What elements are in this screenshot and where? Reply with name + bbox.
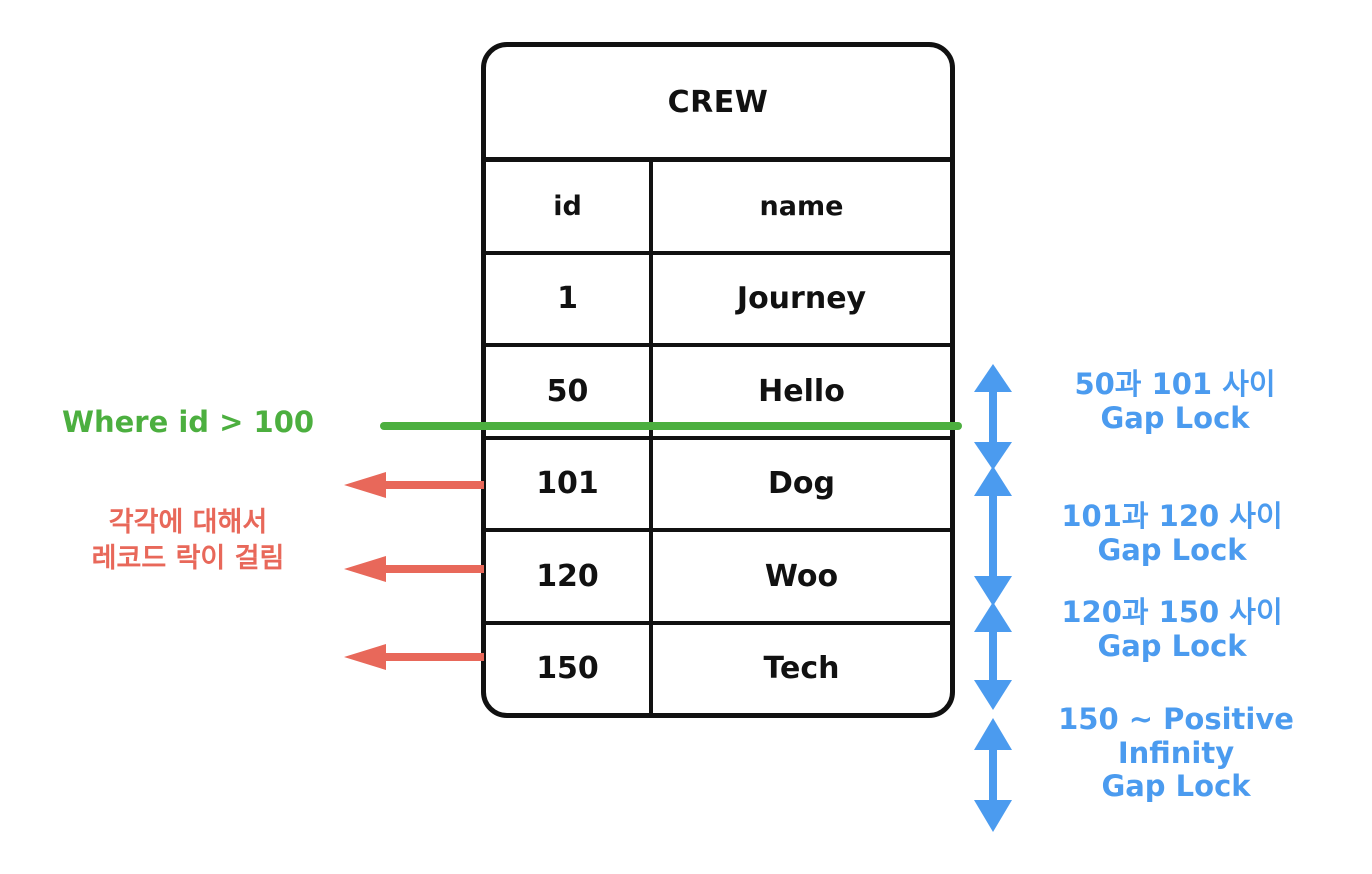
record-lock-label-line2: 레코드 락이 걸림 (91, 542, 285, 574)
crew-table: CREW id name 1 Journey 50 Hello 101 Dog … (481, 42, 955, 718)
table-row: 101 Dog (486, 439, 950, 532)
cell-name: Dog (768, 466, 835, 502)
cell-id: 150 (486, 624, 653, 713)
cell-id: 1 (486, 254, 653, 343)
cell-name: Journey (736, 281, 867, 317)
cell-name: Tech (763, 651, 840, 687)
cell-name: Woo (764, 558, 839, 594)
cell-name: Hello (758, 373, 845, 409)
table-row: 1 Journey (486, 254, 950, 347)
gap-lock-range-2: 101과 120 사이 (1061, 499, 1283, 533)
cell-id: 101 (486, 439, 653, 528)
table-row: 150 Tech (486, 624, 950, 713)
gap-lock-label-1: 50과 101 사이 Gap Lock (1030, 367, 1320, 435)
gap-lock-label-4: 150 ~ Positive Infinity Gap Lock (1026, 702, 1326, 804)
gap-lock-range-3: 120과 150 사이 (1061, 595, 1283, 629)
gap-lock-text-1: Gap Lock (1100, 400, 1250, 435)
table-row: 50 Hello (486, 347, 950, 440)
gap-lock-range-4b: Infinity (1117, 735, 1235, 770)
record-lock-arrow (344, 644, 484, 670)
gap-lock-text-2: Gap Lock (1097, 532, 1247, 567)
record-lock-label: 각각에 대해서 레코드 락이 걸림 (38, 505, 338, 576)
query-boundary-line (380, 422, 962, 430)
gap-lock-range-1: 50과 101 사이 (1074, 367, 1276, 401)
gap-lock-label-2: 101과 120 사이 Gap Lock (1022, 499, 1322, 567)
table-header-row: id name (486, 162, 950, 255)
query-condition-label: Where id > 100 (62, 405, 315, 439)
gap-lock-label-3: 120과 150 사이 Gap Lock (1022, 595, 1322, 663)
gap-lock-text-3: Gap Lock (1097, 628, 1247, 663)
gap-lock-arrow-column (971, 362, 1015, 840)
cell-id: 120 (486, 532, 653, 621)
table-title: CREW (486, 47, 950, 162)
record-lock-arrow (344, 472, 484, 498)
cell-id: 50 (486, 347, 653, 436)
gap-lock-range-4a: 150 ~ Positive (1058, 702, 1294, 736)
record-lock-arrow (344, 556, 484, 582)
column-header-id: id (486, 162, 653, 251)
gap-lock-text-4: Gap Lock (1101, 769, 1251, 804)
column-header-name: name (759, 190, 844, 222)
record-lock-label-line1: 각각에 대해서 (108, 507, 268, 538)
table-row: 120 Woo (486, 532, 950, 625)
query-connector-dash (384, 422, 420, 430)
